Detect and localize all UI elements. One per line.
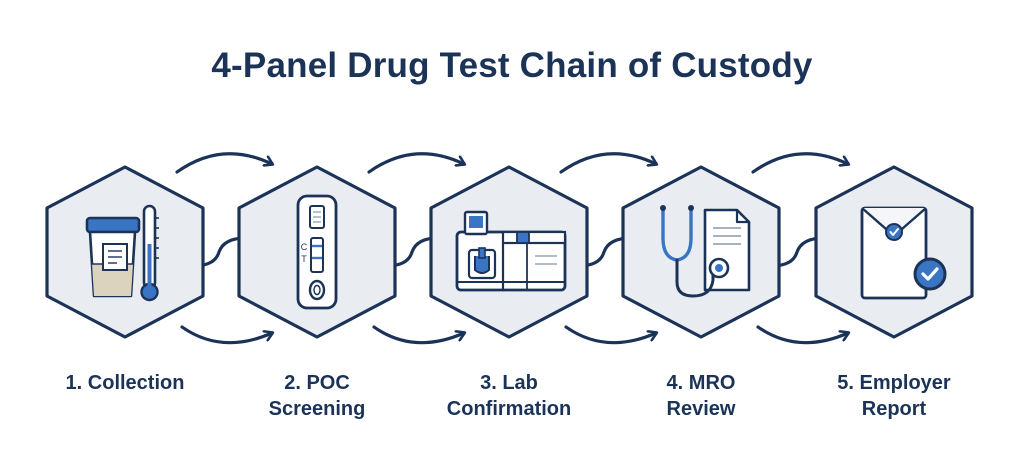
connector-4-5: [769, 236, 826, 268]
step-5-subtitle: Report: [861, 398, 927, 420]
step-2-node: C T: [237, 165, 397, 339]
step-5-title: Employer: [859, 372, 951, 394]
step-5-label: 5. Employer Report: [804, 370, 984, 422]
step-3-node: [429, 165, 589, 339]
step-4-label: 4. MRO Review: [611, 370, 791, 422]
arrow-bottom-1: [180, 325, 272, 345]
connector-2-3: [384, 236, 440, 268]
step-3-label: 3. Lab Confirmation: [419, 370, 599, 422]
step-3-subtitle: Confirmation: [446, 398, 572, 420]
arrow-top-2: [367, 152, 464, 174]
step-3-title: Lab: [502, 372, 538, 394]
test-cassette-icon: C T: [296, 194, 338, 310]
step-2-number: 2.: [284, 372, 301, 394]
page-title: 4-Panel Drug Test Chain of Custody: [211, 46, 813, 85]
arrow-top-3: [559, 152, 656, 174]
step-4-title: MRO: [688, 372, 736, 394]
specimen-cup-icon: [85, 204, 159, 302]
step-1-label: 1. Collection: [35, 370, 215, 396]
step-4-node: [621, 165, 781, 339]
test-line-label: T: [301, 254, 307, 264]
step-1-node: [45, 165, 205, 339]
step-2-label: 2. POC Screening: [227, 370, 407, 422]
step-1-number: 1.: [65, 372, 83, 394]
control-line-label: C: [301, 242, 308, 252]
arrow-top-1: [175, 152, 272, 174]
arrow-bottom-3: [564, 325, 656, 345]
stethoscope-document-icon: [660, 205, 751, 298]
lab-analyzer-icon: [455, 210, 567, 292]
arrow-top-4: [751, 152, 848, 174]
step-5-node: [814, 165, 974, 339]
step-2-title: POC: [306, 372, 350, 394]
connector-3-4: [576, 236, 633, 268]
arrow-bottom-2: [372, 325, 464, 345]
step-4-subtitle: Review: [666, 398, 736, 420]
sealed-envelope-icon: [860, 206, 947, 300]
step-5-number: 5.: [837, 372, 854, 394]
step-3-number: 3.: [480, 372, 497, 394]
bottom-arrows: [180, 325, 848, 345]
top-arrows: [175, 152, 848, 174]
arrow-bottom-4: [756, 325, 848, 345]
step-2-subtitle: Screening: [268, 398, 366, 420]
step-1-title: Collection: [87, 372, 185, 394]
step-4-number: 4.: [666, 372, 684, 394]
hexagon-4: [621, 165, 781, 339]
